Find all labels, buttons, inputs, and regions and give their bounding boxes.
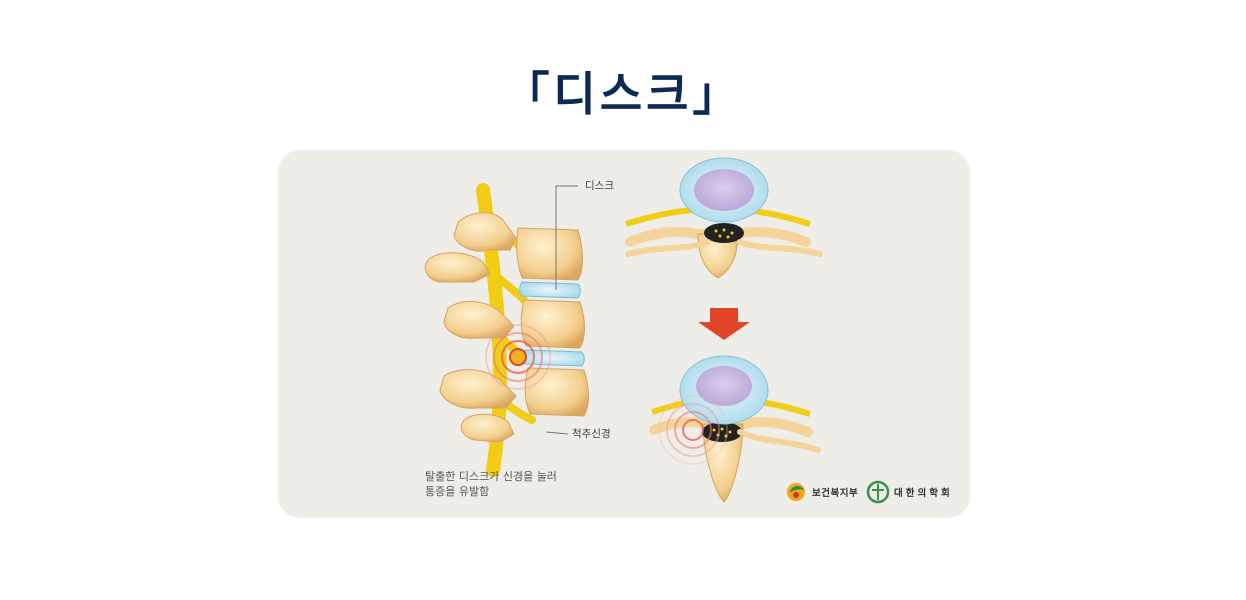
disc-nucleus xyxy=(694,169,754,211)
healthy-disc xyxy=(519,281,581,299)
nerve-root-2 xyxy=(486,266,528,304)
down-arrow xyxy=(698,308,750,340)
pain-indicator xyxy=(485,324,551,390)
caption-line-1: 탈출한 디스크가 신경을 눌러 xyxy=(425,470,557,483)
label-disc: 디스크 xyxy=(582,178,617,193)
page-title: 「디스크」 xyxy=(503,67,743,121)
kma-logo-icon xyxy=(866,480,890,504)
herniated-cross-section xyxy=(649,355,821,503)
figure-caption: 탈출한 디스크가 신경을 눌러 통증을 유발함 xyxy=(425,469,557,499)
ministry-logo-text: 보건복지부 xyxy=(812,488,859,499)
leader-line-nerve xyxy=(545,431,569,435)
caption-line-2: 통증을 유발함 xyxy=(425,485,490,498)
label-nerve: 척추신경 xyxy=(569,426,614,441)
kma-logo: 대한의학회 xyxy=(890,485,953,499)
lateral-spine xyxy=(424,183,589,477)
leader-line-disc xyxy=(555,185,578,290)
normal-cross-section xyxy=(625,157,823,279)
spine-illustration-svg xyxy=(424,157,890,504)
disc-illustration: 디스크 척추신경 탈출한 디스크가 신경을 눌러 통증을 유발함 보건복지부 대… xyxy=(278,150,970,518)
ministry-logo: 보건복지부 xyxy=(808,485,858,499)
ministry-logo-icon xyxy=(787,483,805,501)
kma-logo-text: 대한의학회 xyxy=(894,488,953,499)
